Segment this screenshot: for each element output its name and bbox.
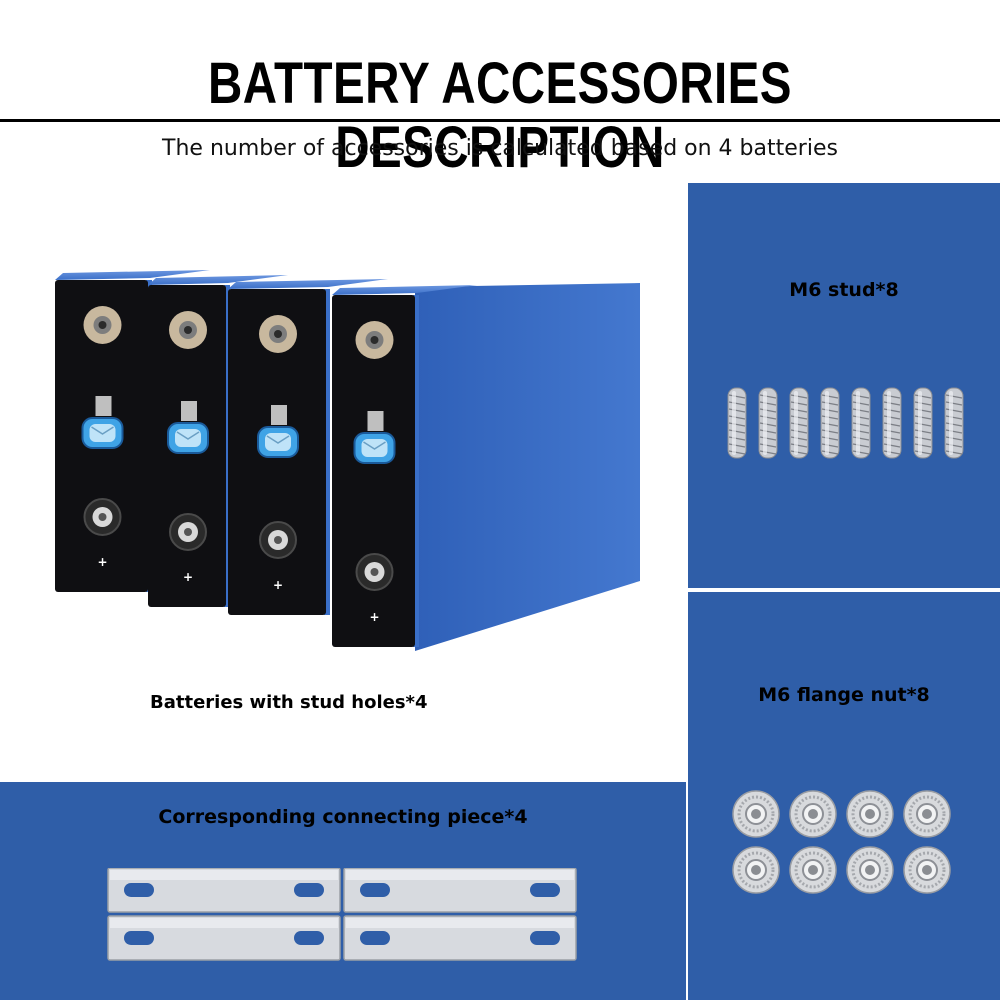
qr-label-icon: [271, 405, 287, 425]
stud-icon: [758, 387, 778, 459]
nut-label: M6 flange nut*8: [758, 684, 930, 706]
title-divider: [0, 119, 1000, 122]
stud-icon: [789, 387, 809, 459]
connector-label: Corresponding connecting piece*4: [158, 806, 528, 828]
batteries-image: + + + +: [55, 270, 640, 651]
connectors-image: [107, 868, 577, 961]
battery-cell: +: [55, 270, 210, 592]
qr-label-icon: [181, 401, 197, 421]
flange-nut-icon: [903, 790, 951, 838]
page-subtitle: The number of accessories is calculated …: [162, 136, 838, 161]
plus-sign-label: +: [369, 610, 379, 624]
busbar-icon: [343, 915, 577, 961]
studs-image: [727, 387, 964, 459]
plus-sign-label: +: [183, 570, 193, 584]
battery-cell: +: [148, 275, 288, 607]
stud-icon: [944, 387, 964, 459]
busbar-icon: [107, 915, 341, 961]
busbar-icon: [343, 868, 577, 913]
busbar-icon: [107, 868, 341, 913]
plus-sign-label: +: [273, 578, 283, 592]
qr-label-icon: [367, 411, 384, 431]
stud-label: M6 stud*8: [789, 279, 899, 301]
batteries-label: Batteries with stud holes*4: [150, 692, 428, 713]
plus-sign-label: +: [97, 555, 107, 569]
battery-cell: +: [332, 285, 477, 647]
flange-nut-icon: [846, 846, 894, 894]
stud-icon: [851, 387, 871, 459]
flange-nut-icon: [789, 790, 837, 838]
nuts-image: [732, 790, 951, 894]
page-title: BATTERY ACCESSORIES DESCRIPTION: [208, 51, 792, 180]
stud-icon: [727, 387, 747, 459]
battery-cell: +: [228, 279, 388, 615]
connector-panel: Corresponding connecting piece*4: [0, 782, 686, 1000]
stud-icon: [882, 387, 902, 459]
flange-nut-icon: [732, 846, 780, 894]
qr-label-icon: [95, 396, 112, 416]
stud-panel: M6 stud*8: [688, 183, 1000, 588]
stud-icon: [913, 387, 933, 459]
stud-icon: [820, 387, 840, 459]
nut-panel: M6 flange nut*8: [688, 592, 1000, 1000]
flange-nut-icon: [789, 846, 837, 894]
flange-nut-icon: [903, 846, 951, 894]
flange-nut-icon: [846, 790, 894, 838]
flange-nut-icon: [732, 790, 780, 838]
